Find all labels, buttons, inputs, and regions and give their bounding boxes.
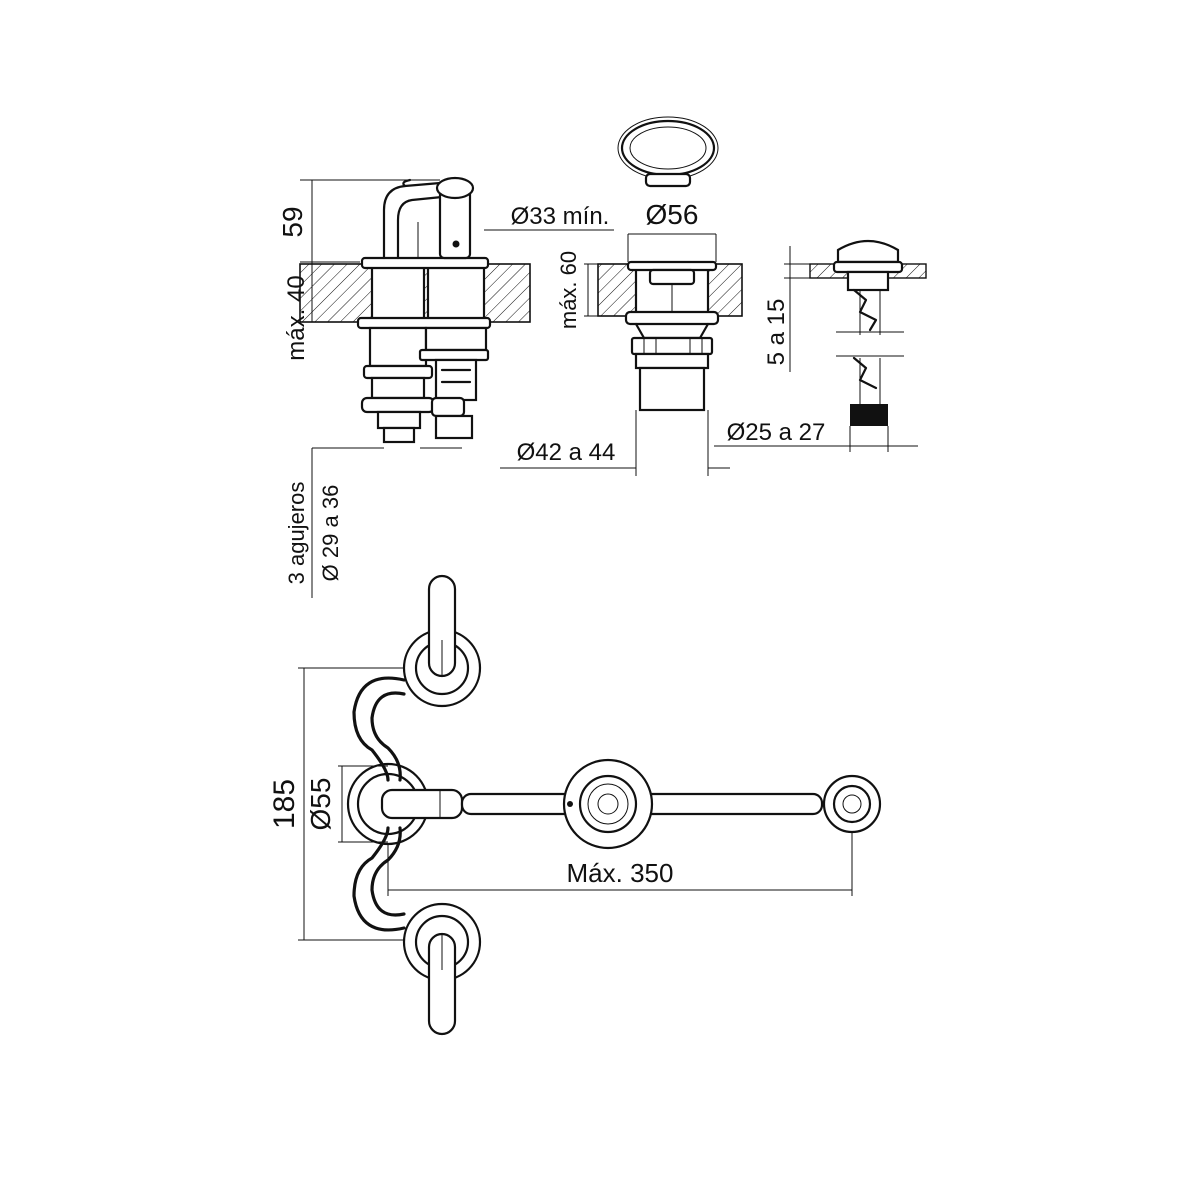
faucet-elevation-view: 59 máx. 40 3 agujeros Ø 29 a 36 xyxy=(277,176,531,598)
handle-bottom xyxy=(402,902,482,1036)
handle-top xyxy=(402,574,482,708)
thread-diameter-label: Ø42 a 44 xyxy=(517,439,616,466)
hole-spec-line1: 3 agujeros xyxy=(284,482,309,585)
chain-stopper xyxy=(617,116,719,188)
drain-max-deck-label: máx. 60 xyxy=(556,251,581,329)
max-length-label: Máx. 350 xyxy=(567,858,674,888)
overflow-knob-plan xyxy=(822,774,882,834)
plan-view: 185 Ø55 Máx. 350 xyxy=(268,574,882,1036)
height-top-label: 59 xyxy=(277,206,308,237)
spout-body xyxy=(426,260,486,326)
overflow-thickness-label: 5 a 15 xyxy=(763,299,790,366)
drain-plan xyxy=(562,758,654,850)
hose-bottom xyxy=(352,826,406,932)
rosette-diameter-label: Ø55 xyxy=(305,778,336,831)
spread-label: 185 xyxy=(268,779,301,829)
min-spacing-label: Ø33 mín. xyxy=(511,203,610,230)
overflow-hole-label: Ø25 a 27 xyxy=(727,419,826,446)
hole-spec-line2: Ø 29 a 36 xyxy=(318,485,343,582)
height-deck-label: máx. 40 xyxy=(283,275,310,360)
drain-section-view: Ø33 mín. Ø56 máx. 60 Ø42 a 44 xyxy=(484,116,743,476)
cap-diameter-label: Ø56 xyxy=(646,199,699,230)
overflow-detail-view: 5 a 15 Ø25 a 27 xyxy=(714,240,927,452)
central-spout xyxy=(346,762,464,846)
hose-top xyxy=(352,676,406,782)
valve-body xyxy=(370,260,426,326)
